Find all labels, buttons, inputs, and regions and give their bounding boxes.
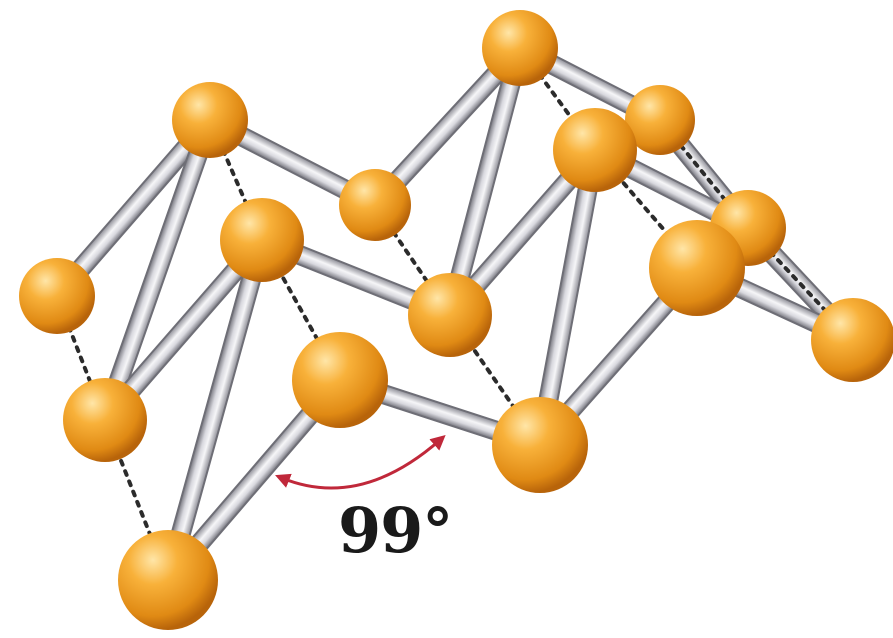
bond-D-O: [160, 239, 270, 581]
bond-J-M: [531, 149, 604, 446]
bond-B-C: [98, 119, 217, 421]
bond-rod: [99, 119, 216, 421]
bond-rod: [209, 115, 376, 210]
atom-I: [625, 85, 695, 155]
bond-rod: [54, 118, 213, 298]
bond-rod: [162, 239, 268, 581]
atom-F: [482, 10, 558, 86]
atom-J: [553, 108, 637, 192]
bond-F-H: [442, 47, 528, 316]
bond-rod: [339, 374, 541, 451]
bond-rod: [447, 148, 598, 317]
atom-L: [649, 220, 745, 316]
atom-D: [220, 198, 304, 282]
bond-E-F: [371, 45, 524, 208]
bond-H-J: [446, 147, 599, 318]
bond-rod: [533, 149, 602, 446]
angle-arc: [275, 435, 446, 490]
atom-G: [292, 332, 388, 428]
bond-O-G: [164, 377, 344, 583]
atom-B: [172, 82, 248, 158]
bond-rod: [165, 378, 343, 582]
atom-O: [118, 530, 218, 630]
atoms-layer: [19, 10, 893, 630]
atom-M: [492, 397, 588, 493]
bond-G-M: [339, 373, 541, 452]
bond-rod: [261, 234, 451, 321]
bond-rod: [372, 45, 523, 208]
atom-A: [19, 258, 95, 334]
bond-rod: [444, 47, 526, 316]
angle-label: 99°: [338, 494, 453, 567]
atom-H: [408, 273, 492, 357]
bond-D-H: [261, 233, 451, 322]
bond-rod: [537, 265, 700, 448]
atom-C: [63, 378, 147, 462]
bond-A-B: [53, 117, 214, 299]
atom-N: [811, 298, 893, 382]
bond-rod: [519, 43, 661, 125]
atom-E: [339, 169, 411, 241]
bond-rod: [102, 238, 265, 422]
bond-M-L: [536, 265, 701, 448]
bond-C-D: [101, 237, 266, 423]
bond-B-E: [208, 114, 377, 211]
